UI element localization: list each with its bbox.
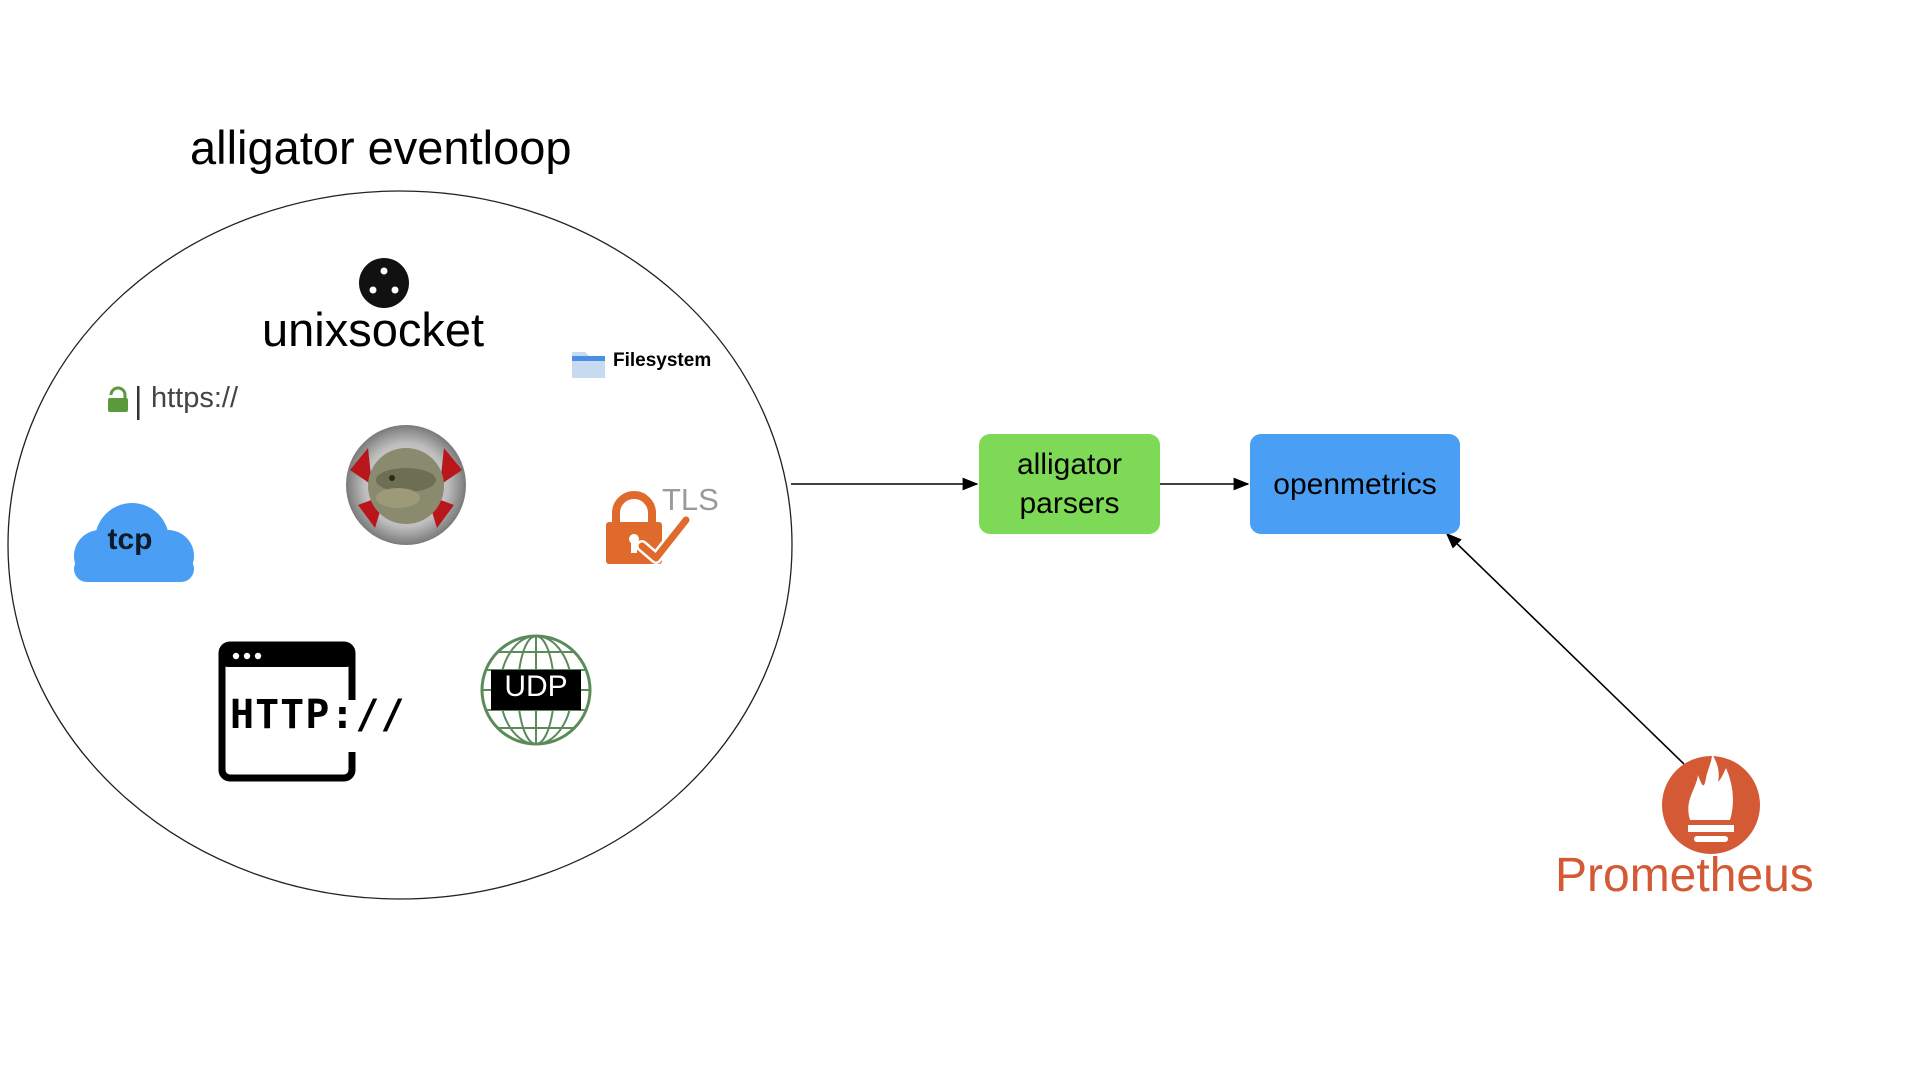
- alligator-parsers-box: alligator parsers: [979, 434, 1160, 534]
- prometheus-logo: [1662, 754, 1760, 854]
- unixsocket-label: unixsocket: [262, 303, 485, 356]
- https-lock-icon: [108, 386, 140, 420]
- filesystem-label: Filesystem: [613, 350, 712, 371]
- arrow-prometheus-to-openmetrics: [1445, 532, 1685, 765]
- http-label: HTTP://: [230, 692, 406, 738]
- openmetrics-label: openmetrics: [1273, 467, 1437, 501]
- alligator-logo: [346, 425, 466, 545]
- https-label: https://: [151, 382, 239, 414]
- eventloop-ellipse: [7, 190, 793, 900]
- tcp-cloud-icon: [74, 503, 194, 582]
- parsers-label-line2: parsers: [1019, 487, 1120, 520]
- http-browser-icon: [218, 641, 364, 782]
- parsers-label-line1: alligator: [1016, 448, 1123, 481]
- udp-label: UDP: [504, 670, 568, 703]
- diagram-title: alligator eventloop: [190, 121, 572, 174]
- udp-globe-icon: [480, 634, 592, 746]
- filesystem-folder-icon: [572, 352, 605, 378]
- unixsocket-icon: [359, 258, 409, 308]
- tcp-label: tcp: [107, 523, 153, 556]
- prometheus-label: Prometheus: [1555, 849, 1814, 902]
- tls-label: TLS: [662, 482, 719, 517]
- tls-lock-icon: [606, 491, 692, 564]
- openmetrics-box: openmetrics: [1250, 434, 1460, 534]
